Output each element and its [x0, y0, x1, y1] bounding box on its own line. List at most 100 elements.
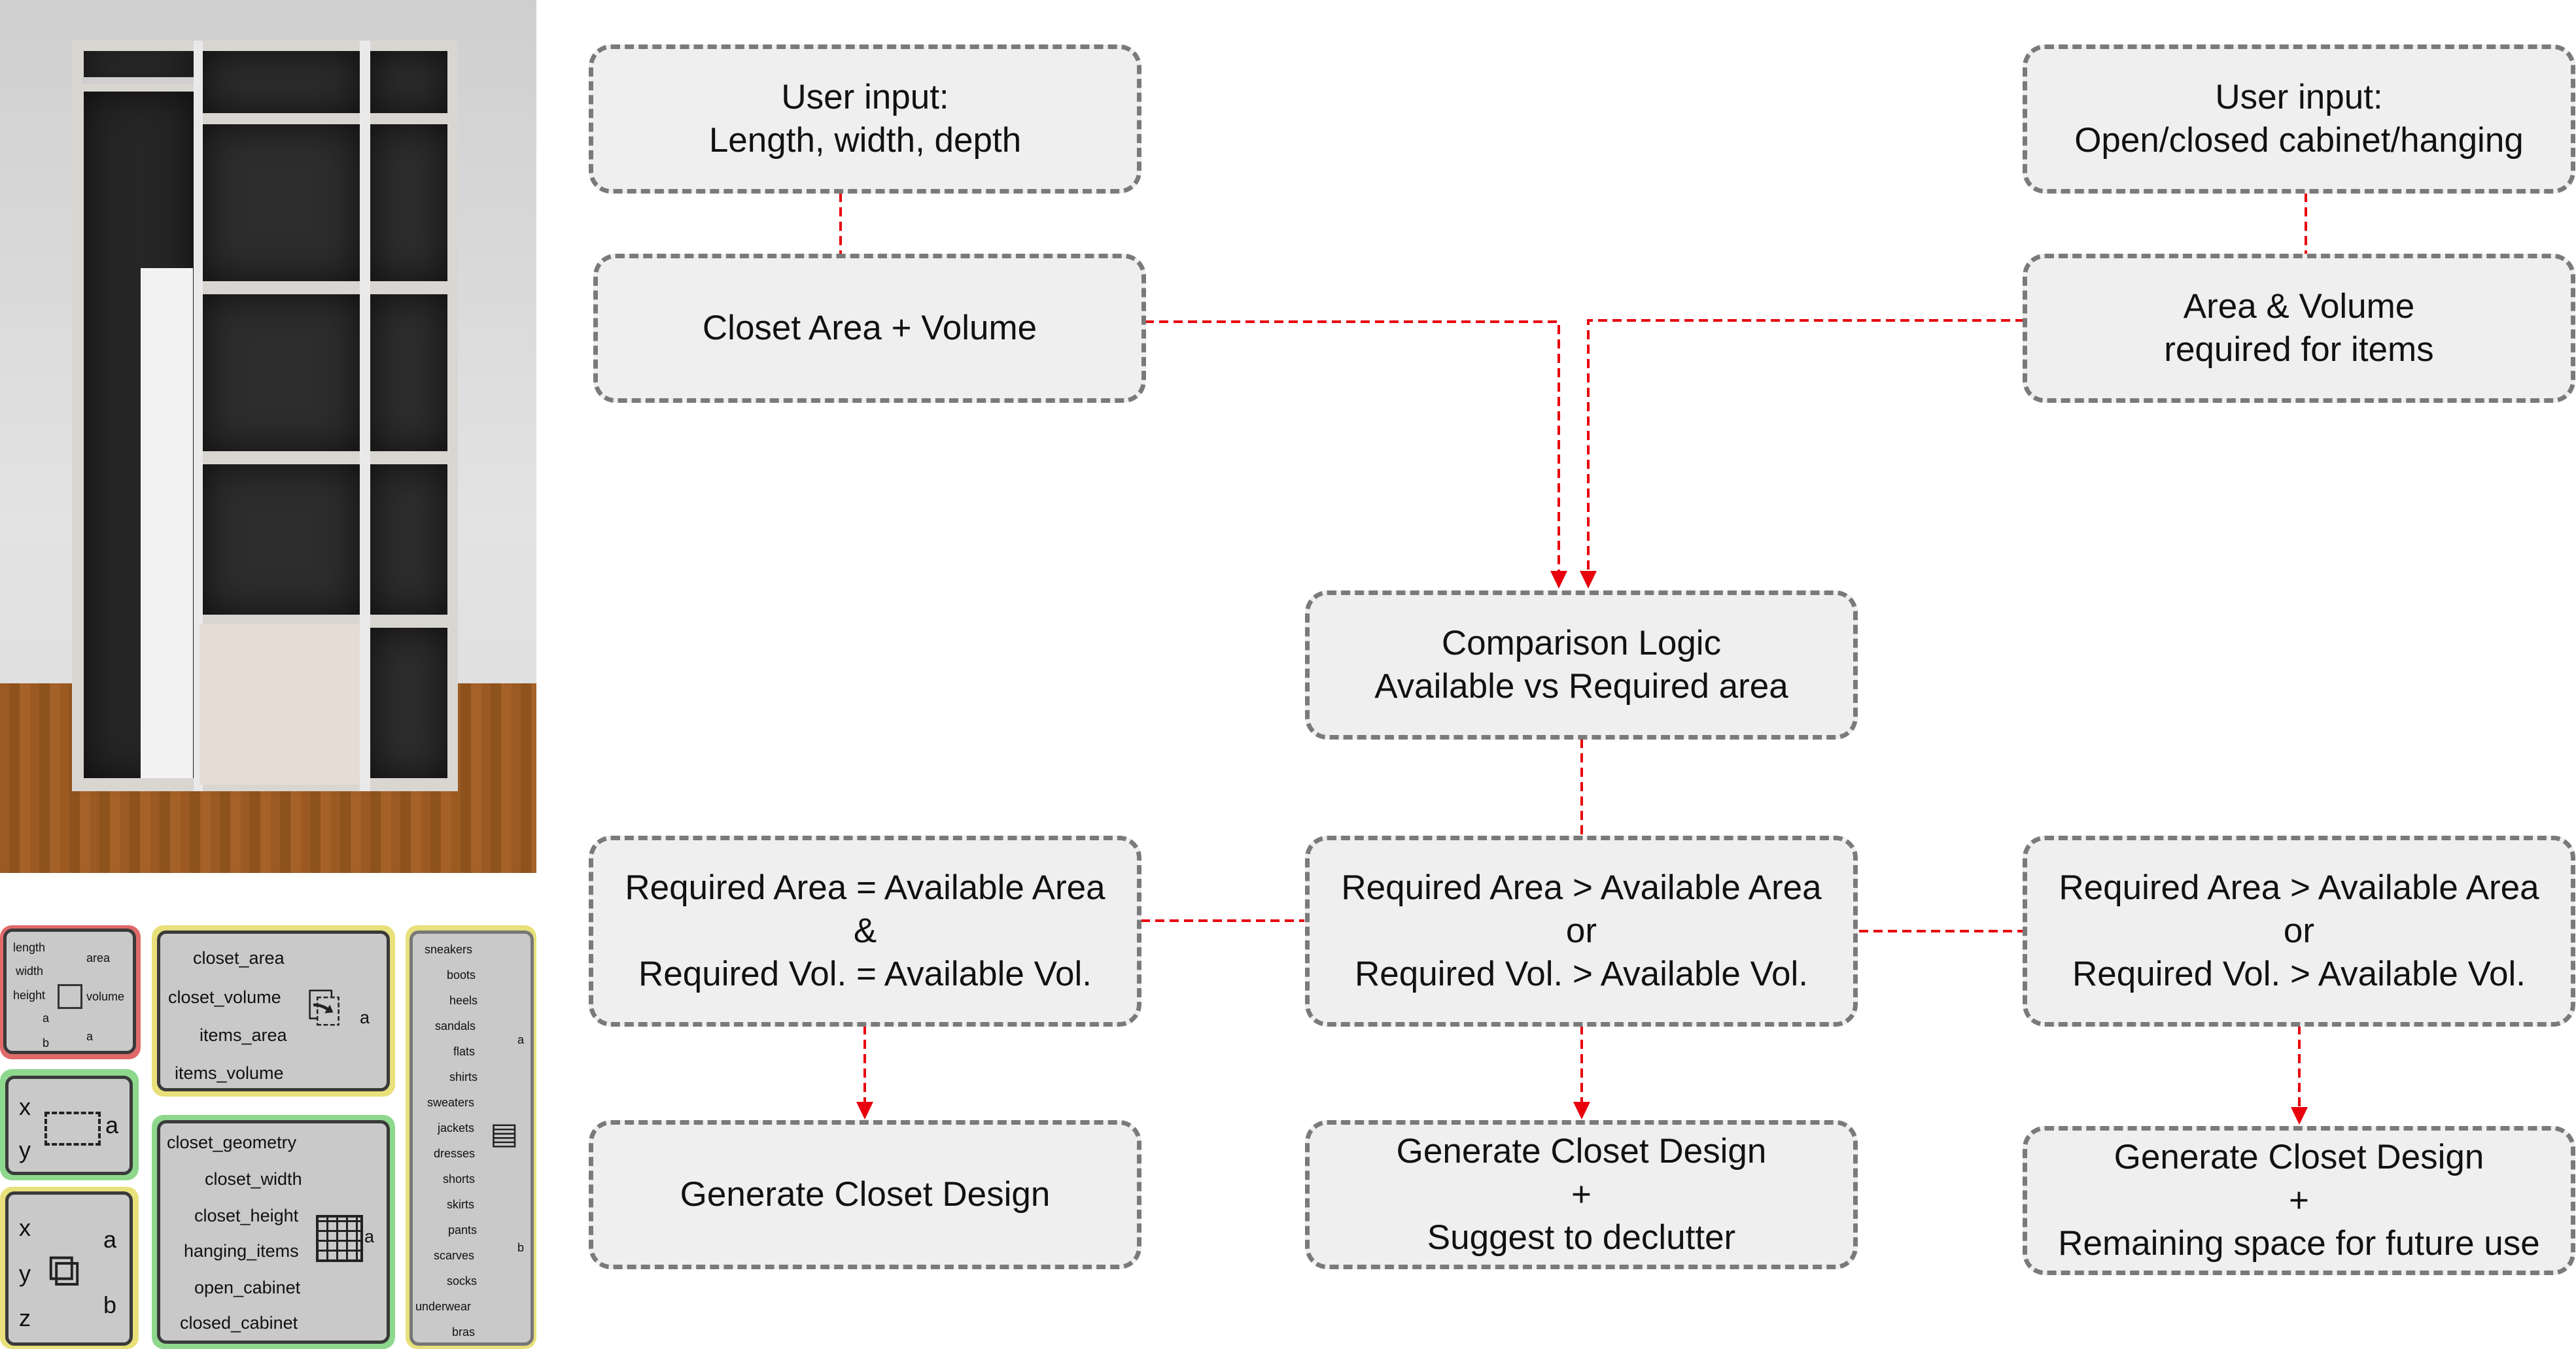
node-items-area-volume-line2: required for items	[2164, 330, 2434, 369]
area-output-a: a	[86, 1030, 94, 1043]
node-output-generate-line1: Generate Closet Design	[680, 1175, 1051, 1214]
item-pants: pants	[448, 1223, 478, 1237]
node-case-less: Required Area > Available Area or Requir…	[2023, 836, 2575, 1027]
node-user-input-cabinet: User input: Open/closed cabinet/hanging	[2023, 44, 2575, 194]
box-component[interactable]: x y z ⧉ a b	[5, 1191, 133, 1346]
area-input-length: length	[13, 941, 46, 954]
item-shorts: shorts	[443, 1172, 476, 1186]
node-case-equal: Required Area = Available Area & Require…	[589, 836, 1141, 1027]
node-case-less-line1: Required Area > Available Area	[2059, 868, 2539, 907]
node-output-declutter: Generate Closet Design + Suggest to decl…	[1305, 1120, 1858, 1269]
item-skirts: skirts	[447, 1198, 474, 1211]
node-case-greater-line2: or	[1565, 912, 1597, 950]
hanging-rail	[84, 51, 194, 77]
item-underwear: underwear	[415, 1300, 472, 1313]
edge-area-to-comparison	[1145, 320, 1560, 574]
area-component[interactable]: length width height a b area volume a	[3, 929, 136, 1054]
area-params-output-a: a	[360, 1008, 370, 1027]
param-closet-area: closet_area	[193, 948, 285, 968]
right-shelf-4	[370, 464, 447, 615]
closed-cabinet-door	[200, 624, 363, 785]
node-case-less-line2: or	[2283, 912, 2315, 950]
node-comparison-logic-line2: Available vs Required area	[1374, 667, 1788, 706]
item-bras: bras	[452, 1325, 476, 1339]
grid-geometry-icon	[316, 1215, 363, 1262]
rect-output-a: a	[105, 1112, 119, 1138]
node-case-greater-line1: Required Area > Available Area	[1341, 868, 1822, 907]
node-output-remaining-line1: Generate Closet Design	[2114, 1138, 2484, 1176]
items-output-a: a	[517, 1033, 525, 1046]
node-comparison-logic: Comparison Logic Available vs Required a…	[1305, 590, 1858, 740]
param-hanging-items: hanging_items	[184, 1241, 299, 1261]
node-case-greater-line3: Required Vol. > Available Vol.	[1355, 955, 1808, 993]
node-case-greater: Required Area > Available Area or Requir…	[1305, 836, 1858, 1027]
right-shelf-3	[370, 294, 447, 451]
rectangle-icon	[44, 1112, 101, 1146]
rect-input-x: x	[19, 1093, 31, 1120]
node-closet-area-volume-line1: Closet Area + Volume	[702, 309, 1037, 347]
node-output-declutter-line1: Generate Closet Design	[1396, 1132, 1767, 1170]
item-heels: heels	[449, 994, 478, 1007]
param-closet-volume: closet_volume	[168, 987, 281, 1007]
node-case-equal-line1: Required Area = Available Area	[625, 868, 1105, 907]
items-list-component[interactable]: sneakers boots heels sandals flats shirt…	[409, 931, 534, 1346]
area-input-height: height	[13, 989, 46, 1002]
param-closet-width: closet_width	[205, 1169, 302, 1189]
item-sweaters: sweaters	[427, 1096, 475, 1109]
node-user-input-dimensions: User input: Length, width, depth	[589, 44, 1141, 194]
node-user-input-cabinet-line1: User input:	[2215, 78, 2383, 116]
param-closet-height: closet_height	[194, 1206, 299, 1225]
param-items-area: items_area	[200, 1025, 287, 1045]
node-user-input-dimensions-line1: User input:	[781, 78, 949, 116]
area-output-area: area	[86, 951, 111, 965]
node-output-declutter-line3: Suggest to declutter	[1427, 1218, 1736, 1257]
arrowhead-left-output	[856, 1102, 873, 1119]
items-output-b: b	[517, 1241, 525, 1254]
area-params-component[interactable]: closet_area closet_volume items_area ite…	[157, 931, 390, 1091]
checklist-icon: ▤	[490, 1116, 519, 1150]
item-scarves: scarves	[434, 1249, 475, 1262]
box-input-y: y	[19, 1260, 31, 1287]
hanging-rod	[82, 77, 196, 84]
param-closet-geometry: closet_geometry	[167, 1133, 297, 1152]
arrowhead-items-to-comparison	[1580, 571, 1597, 589]
param-items-volume: items_volume	[175, 1063, 284, 1083]
middle-shelf-4	[203, 464, 360, 615]
box-icon: ⧉	[48, 1244, 80, 1295]
node-closet-area-volume: Closet Area + Volume	[593, 254, 1146, 403]
item-boots: boots	[447, 968, 476, 982]
rect-component[interactable]: x y a	[5, 1076, 133, 1175]
closet-render-image	[0, 0, 536, 873]
arrowhead-right-output	[2291, 1107, 2308, 1125]
item-socks: socks	[447, 1274, 478, 1288]
node-output-remaining: Generate Closet Design + Remaining space…	[2023, 1126, 2575, 1275]
divider-left	[194, 41, 203, 791]
box-input-z: z	[19, 1305, 31, 1331]
item-sneakers: sneakers	[425, 943, 473, 956]
area-output-volume: volume	[86, 990, 125, 1003]
node-items-area-volume-line1: Area & Volume	[2183, 287, 2415, 326]
area-input-a: a	[43, 1012, 50, 1025]
node-output-generate: Generate Closet Design	[589, 1120, 1141, 1269]
node-case-equal-line2: &	[853, 912, 877, 950]
node-output-remaining-line2: +	[2289, 1181, 2309, 1220]
geometry-params-output-a: a	[364, 1227, 375, 1246]
param-closed-cabinet: closed_cabinet	[180, 1313, 298, 1333]
arrowhead-center-output	[1573, 1102, 1590, 1119]
python-script-icon: ⎘	[307, 983, 341, 1031]
node-items-area-volume: Area & Volume required for items	[2023, 254, 2575, 403]
middle-shelf-3	[203, 294, 360, 451]
item-shirts: shirts	[449, 1070, 478, 1084]
geometry-params-component[interactable]: closet_geometry closet_width closet_heig…	[157, 1120, 390, 1344]
node-output-remaining-line3: Remaining space for future use	[2058, 1224, 2540, 1263]
rect-input-y: y	[19, 1136, 31, 1163]
item-flats: flats	[453, 1045, 476, 1058]
area-input-b: b	[43, 1036, 50, 1050]
box-output-b: b	[103, 1291, 117, 1318]
node-case-less-line3: Required Vol. > Available Vol.	[2072, 955, 2526, 993]
right-shelf-1	[370, 51, 447, 113]
divider-right	[360, 41, 370, 791]
box-output-a: a	[103, 1226, 117, 1253]
middle-shelf-2	[203, 124, 360, 281]
arrowhead-area-to-comparison	[1550, 571, 1567, 589]
